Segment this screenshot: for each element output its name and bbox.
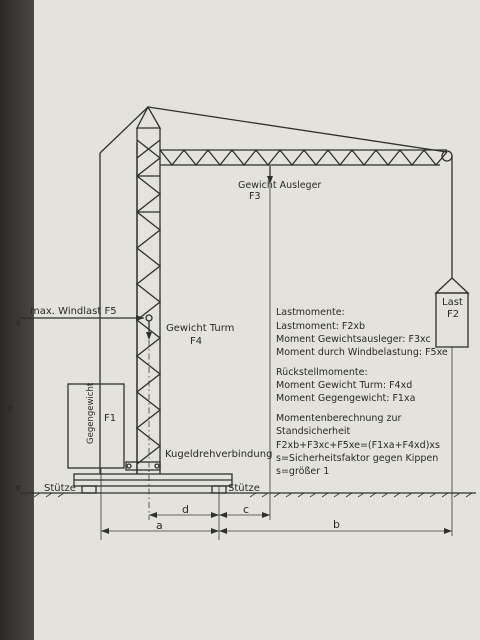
label-f4: F4 [190,336,202,347]
label-last: Last [442,297,463,308]
dimension-row-dc [149,512,270,518]
label-gewicht-turm: Gewicht Turm [166,323,234,334]
label-f3: F3 [249,191,261,202]
note-moment-ausleger: Moment Gewichtsausleger: F3xc [276,334,431,345]
jib-weight-arrow [267,166,273,184]
note-s-cond: s=größer 1 [276,466,329,477]
note-formel: F2xb+F3xc+F5xe=(F1xa+F4xd)xs [276,440,440,451]
label-stuetze-right: Stütze [228,483,260,494]
note-moment-turm: Moment Gewicht Turm: F4xd [276,380,412,391]
note-berechnung-1: Momentenberechnung zur [276,413,402,424]
label-stuetze-left: Stütze [44,483,76,494]
jib [147,106,453,167]
dimension-label-b: b [333,518,340,531]
wind-arrow [20,315,144,321]
dimension-label-a: a [156,519,163,532]
label-f1: F1 [104,413,116,424]
counterweight-box [67,383,125,469]
notes-block: Lastmomente: Lastmoment: F2xb Moment Gew… [276,307,448,477]
note-lastmomente-title: Lastmomente: [276,307,345,318]
dimension-label-c: c [243,503,249,516]
note-lastmoment: Lastmoment: F2xb [276,321,365,332]
dimension-label-e: e [7,401,14,415]
dimension-row-ab [101,528,452,534]
crane-base [73,473,233,494]
note-moment-wind: Moment durch Windbelastung: F5xe [276,347,448,358]
dimension-e [15,318,21,493]
label-gewicht-ausleger: Gewicht Ausleger [238,180,321,191]
note-berechnung-2: Standsicherheit [276,426,351,437]
label-kugeldrehverbindung: Kugeldrehverbindung [165,449,272,460]
note-s-def: s=Sicherheitsfaktor gegen Kippen [276,453,438,464]
label-gegengewicht: Gegengewicht [86,382,96,444]
label-max-windlast: max. Windlast F5 [30,306,117,317]
tower-weight-marker [145,314,153,340]
page-shadow [0,0,34,640]
note-rueck-title: Rückstellmomente: [276,367,368,378]
lattice-tower [135,105,162,474]
label-f2: F2 [447,309,459,320]
dimension-label-d: d [182,503,189,516]
note-moment-gegen: Moment Gegengewicht: F1xa [276,393,415,404]
slewing-ring [125,461,161,471]
